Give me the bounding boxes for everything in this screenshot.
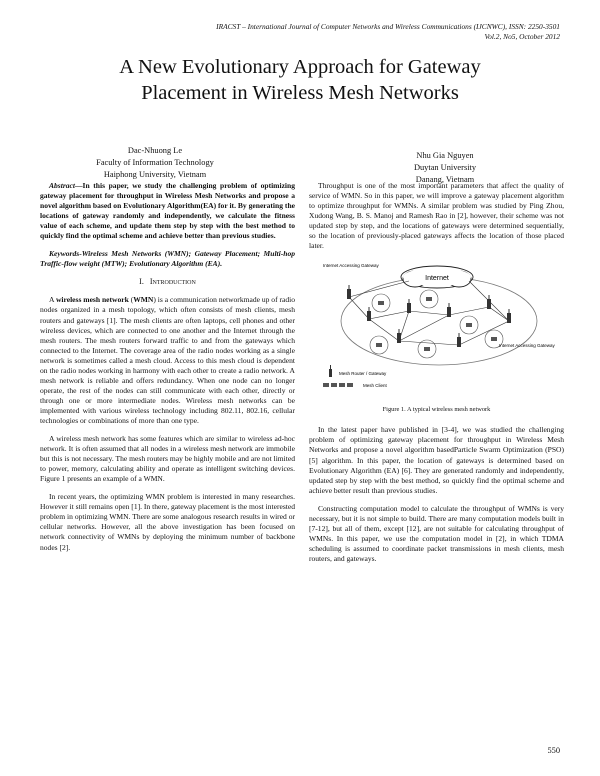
gateway-right-label: Internet Accessing Gateway bbox=[499, 343, 556, 348]
router-tower-icon bbox=[507, 309, 511, 324]
section-title: Introduction bbox=[149, 277, 196, 287]
intro-lead: A bbox=[49, 295, 56, 305]
client-clusters bbox=[369, 290, 504, 359]
gateway-left-label: Internet Accessing Gateway bbox=[323, 263, 380, 268]
intro-acronym-bold: WMN bbox=[133, 295, 154, 305]
journal-header-line2: Vol.2, No5, October 2012 bbox=[484, 32, 560, 41]
router-tower-icon bbox=[347, 285, 351, 300]
journal-header: IRACST – International Journal of Comput… bbox=[80, 22, 560, 42]
paper-title: A New Evolutionary Approach for Gateway … bbox=[40, 54, 560, 106]
author-2: Nhu Gia Nguyen Duytan University Danang,… bbox=[350, 150, 540, 186]
section-heading: I. Introduction bbox=[40, 277, 295, 287]
right-paragraph-1: Throughput is one of the most important … bbox=[309, 181, 564, 251]
paper-title-line1: A New Evolutionary Approach for Gateway bbox=[119, 56, 481, 78]
intro-paragraph-2: A wireless mesh network has some feature… bbox=[40, 434, 295, 484]
router-tower-icon bbox=[457, 333, 461, 348]
author-1-location: Haiphong University, Vietnam bbox=[103, 170, 207, 179]
left-column: Abstract—In this paper, we study the cha… bbox=[40, 181, 295, 561]
figure-caption: Figure 1. A typical wireless mesh networ… bbox=[382, 406, 491, 414]
right-column: Throughput is one of the most important … bbox=[309, 181, 564, 572]
author-2-location: Danang, Vietnam bbox=[415, 175, 475, 184]
right-paragraph-2: In the latest paper have published in [3… bbox=[309, 425, 564, 495]
client-devices bbox=[376, 297, 497, 352]
author-2-name: Nhu Gia Nguyen bbox=[416, 151, 474, 160]
wmn-diagram: Internet bbox=[323, 263, 556, 388]
intro-rest: is a communication networkmade up of rad… bbox=[40, 295, 296, 425]
abstract-label: Abstract bbox=[49, 181, 75, 190]
author-1-affiliation: Faculty of Information Technology bbox=[96, 158, 214, 167]
router-tower-icon bbox=[367, 307, 371, 322]
abstract: Abstract—In this paper, we study the cha… bbox=[40, 181, 295, 241]
legend-client-icon bbox=[323, 383, 353, 388]
mesh-links bbox=[348, 281, 510, 346]
abstract-text: —In this paper, we study the challenging… bbox=[40, 181, 295, 241]
author-2-affiliation: Duytan University bbox=[413, 163, 477, 172]
intro-paragraph-1: A wireless mesh network (WMN) is a commu… bbox=[40, 295, 296, 425]
intro-term-bold: wireless mesh network bbox=[55, 295, 129, 305]
router-tower-icon bbox=[407, 299, 411, 314]
author-1-name: Dac-Nhuong Le bbox=[127, 146, 183, 155]
internet-cloud-icon bbox=[400, 265, 474, 289]
right-paragraph-3: Constructing computation model to calcul… bbox=[309, 503, 564, 563]
section-number: I. bbox=[139, 277, 144, 287]
legend-client-label: Mesh Client bbox=[363, 383, 388, 388]
paper-title-line2: Placement in Wireless Mesh Networks bbox=[141, 82, 459, 104]
figure-wmn: Internet bbox=[309, 259, 564, 399]
legend-router-icon bbox=[329, 365, 332, 378]
intro-paragraph-3: In recent years, the optimizing WMN prob… bbox=[40, 492, 295, 552]
legend-router-label: Mesh Router / Gateway bbox=[339, 371, 387, 376]
page-number: 550 bbox=[547, 746, 560, 755]
author-1: Dac-Nhuong Le Faculty of Information Tec… bbox=[60, 145, 250, 181]
router-tower-icon bbox=[397, 329, 401, 344]
journal-header-line1: IRACST – International Journal of Comput… bbox=[216, 22, 560, 31]
internet-label: Internet bbox=[425, 275, 449, 282]
router-tower-icon bbox=[487, 295, 491, 310]
router-tower-icon bbox=[447, 303, 451, 318]
keywords: Keywords-Wireless Mesh Networks (WMN); G… bbox=[40, 249, 295, 269]
mesh-routers bbox=[347, 285, 511, 348]
